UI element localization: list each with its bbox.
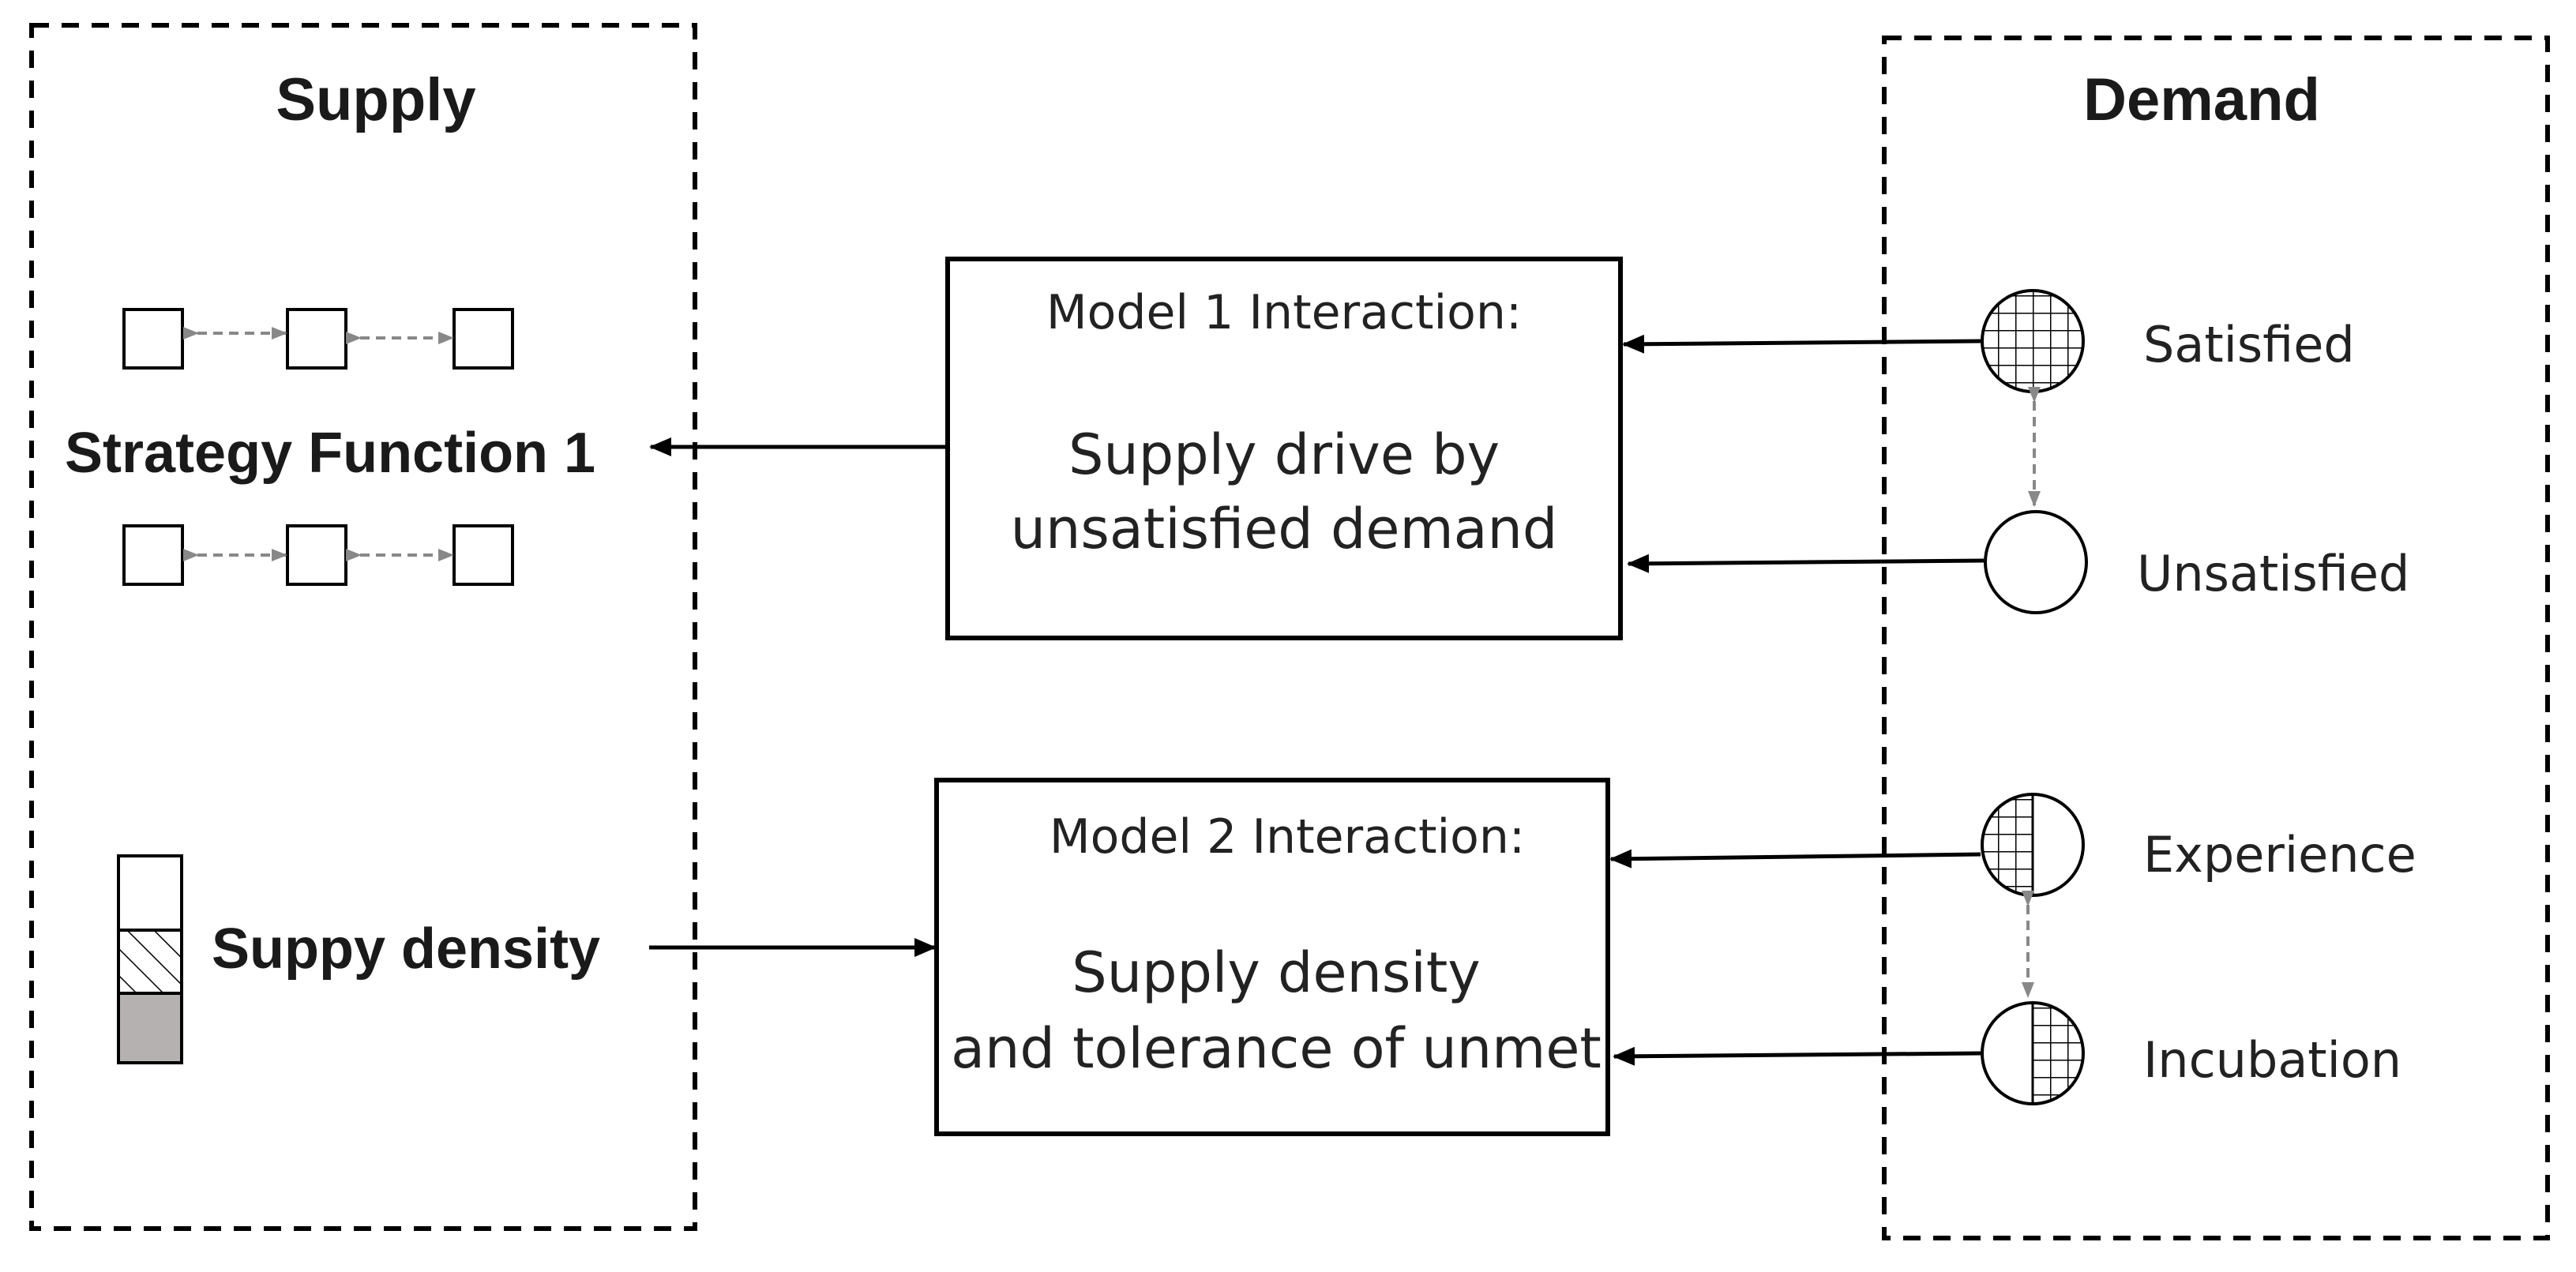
supply-density-label: Suppy density: [212, 917, 600, 981]
supply-title: Supply: [276, 66, 475, 133]
arrow-experience-to-model2: [1609, 849, 1981, 869]
model1-body-line1: Supply drive by: [1068, 422, 1500, 487]
state-label-unsatisfied: Unsatisfied: [2137, 545, 2409, 602]
arrow-incubation-to-model2: [1613, 1046, 1981, 1066]
model1-heading: Model 1 Interaction:: [1046, 285, 1522, 340]
experience-half-grid-circle-icon: [1981, 793, 2085, 897]
state-label-satisfied: Satisfied: [2143, 316, 2355, 373]
satisfied-grid-circle-icon: [1981, 289, 2085, 393]
model2-box: [934, 778, 1610, 1136]
supply-panel: [29, 23, 697, 1231]
demand-title: Demand: [2083, 66, 2320, 133]
demand-panel: [1882, 36, 2550, 1240]
strategy-node-row-top: [122, 308, 514, 370]
strategy-node-row-bottom: [122, 524, 514, 586]
state-label-incubation: Incubation: [2143, 1031, 2401, 1089]
unsatisfied-circle-icon: [1984, 510, 2088, 614]
incubation-half-grid-circle-icon: [1981, 1001, 2085, 1105]
arrow-unsatisfied-to-model1: [1627, 553, 1985, 573]
model2-heading: Model 2 Interaction:: [1050, 809, 1525, 865]
density-stack-icon: [117, 854, 183, 1064]
model1-body-line2: unsatisfied demand: [1011, 497, 1558, 561]
arrow-satisfied-to-model1: [1622, 334, 1981, 354]
state-label-experience: Experience: [2143, 826, 2416, 884]
model1-box: [945, 257, 1623, 640]
model2-body-line1: Supply density: [1072, 940, 1480, 1005]
model2-body-line2: and tolerance of unmet: [951, 1016, 1602, 1081]
strategy-function-label: Strategy Function 1: [65, 422, 595, 485]
